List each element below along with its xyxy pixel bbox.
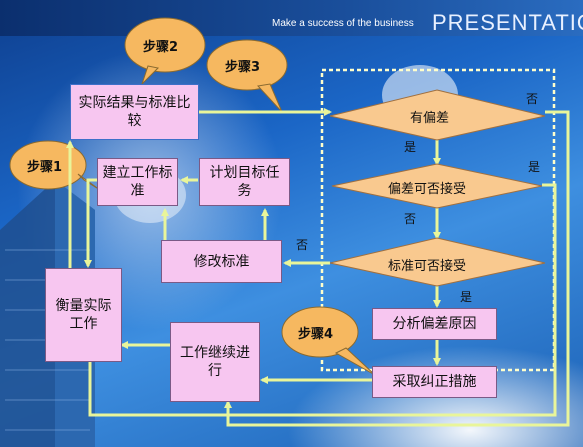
step3-label: 步骤3: [225, 60, 261, 75]
box-measure: 衡量实际工作: [45, 268, 122, 362]
edge-label-yes-1: 是: [404, 140, 417, 154]
box-modify: 修改标准: [161, 240, 282, 283]
step1-label: 步骤1: [27, 160, 63, 175]
step2-bubble: [124, 17, 206, 85]
edge-label-yes-3: 是: [460, 290, 473, 304]
box-continue: 工作继续进行: [170, 322, 260, 402]
decision-standard-ok-label: 标准可否接受: [388, 259, 467, 274]
edge-label-no-1: 否: [526, 92, 539, 106]
edge-label-no-3: 否: [296, 238, 309, 252]
decision-deviation: [329, 89, 546, 141]
decision-standard-ok: [329, 237, 546, 287]
box-analyze: 分析偏差原因: [372, 308, 497, 340]
header-title: PRESENTATION: [432, 10, 583, 35]
step2-label: 步骤2: [143, 40, 179, 55]
edge-label-no-2: 否: [404, 212, 417, 226]
step3-bubble: [206, 39, 288, 113]
box-establish: 建立工作标准: [97, 158, 178, 206]
header-bar: [0, 0, 583, 36]
decision-acceptable-label: 偏差可否接受: [388, 182, 467, 197]
decision-deviation-label: 有偏差: [410, 111, 450, 126]
box-compare: 实际结果与标准比较: [70, 84, 199, 140]
box-correct: 采取纠正措施: [372, 366, 497, 398]
header-tagline: Make a success of the business: [272, 18, 414, 29]
decision-acceptable: [331, 163, 543, 209]
box-plan: 计划目标任务: [199, 158, 290, 206]
step4-label: 步骤4: [298, 327, 334, 342]
edge-label-yes-2: 是: [528, 160, 541, 174]
step4-bubble: [281, 306, 376, 376]
